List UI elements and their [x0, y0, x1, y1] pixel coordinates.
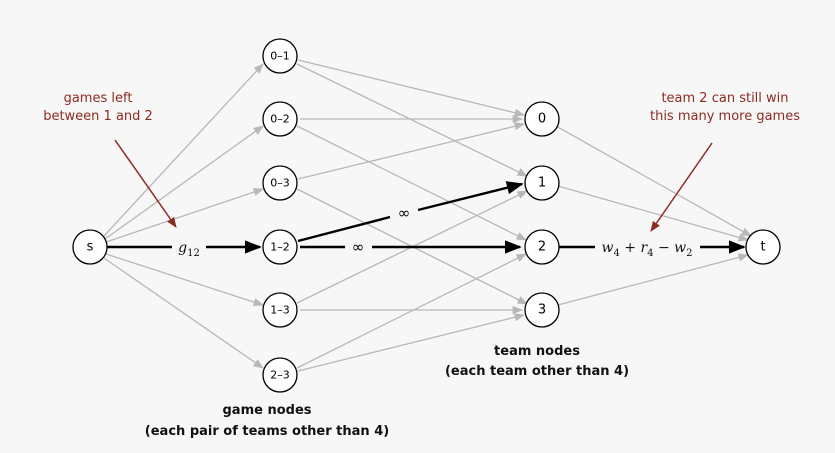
sink-capacity-label: w4 + r4 − w2 — [601, 240, 692, 259]
edge-team3-t — [557, 253, 750, 306]
game-node-0-1: 0–1 — [262, 38, 298, 74]
edge-team0-t — [555, 125, 752, 237]
highlight-edges — [107, 181, 746, 254]
game-nodes-caption-title: game nodes — [222, 403, 311, 418]
team-node-1: 1 — [524, 165, 560, 201]
svg-text:0–2: 0–2 — [270, 113, 290, 126]
edge-team1-t — [557, 185, 750, 242]
edge-s-2-3 — [103, 257, 264, 369]
game-node-1-2: 1–2 — [262, 229, 298, 265]
infinity-label-lower: ∞ — [352, 238, 365, 256]
edge-12-team1-b — [417, 181, 524, 212]
edge-s-1-3 — [105, 253, 264, 307]
team-nodes-caption-sub: (each team other than 4) — [445, 364, 629, 379]
team-node-2: 2 — [524, 229, 560, 265]
edge-12-team1-a — [297, 215, 391, 243]
svg-text:1: 1 — [538, 176, 546, 191]
infinity-label-upper: ∞ — [398, 204, 411, 222]
edge-01-team1 — [296, 63, 528, 177]
edge-02-team2 — [296, 125, 527, 241]
games-left-annotation-line2: between 1 and 2 — [43, 109, 153, 124]
source-node: s — [72, 229, 108, 265]
team-win-annotation-line2: this many more games — [650, 109, 800, 124]
svg-text:2–3: 2–3 — [270, 369, 290, 382]
edge-01-team0 — [297, 59, 526, 117]
game-node-2-3: 2–3 — [262, 357, 298, 393]
sink-node: t — [745, 229, 781, 265]
team-win-pointer — [650, 142, 713, 232]
game-node-1-3: 1–3 — [262, 292, 298, 328]
games-left-pointer — [114, 139, 177, 228]
gray-edges — [103, 59, 752, 372]
team-node-0: 0 — [524, 101, 560, 137]
svg-text:2: 2 — [538, 240, 546, 255]
svg-text:t: t — [760, 240, 765, 255]
svg-text:1–3: 1–3 — [270, 304, 290, 317]
game-nodes-caption-sub: (each pair of teams other than 4) — [145, 424, 389, 439]
svg-text:0: 0 — [538, 112, 546, 127]
game-node-0-3: 0–3 — [262, 165, 298, 201]
svg-text:1–2: 1–2 — [270, 241, 290, 254]
svg-text:0–3: 0–3 — [270, 177, 290, 190]
game-node-0-2: 0–2 — [262, 101, 298, 137]
svg-text:0–1: 0–1 — [270, 50, 290, 63]
team-nodes-caption-title: team nodes — [494, 344, 580, 359]
edge-s-0-3 — [105, 188, 264, 243]
team-win-annotation-line1: team 2 can still win — [661, 91, 788, 106]
svg-text:s: s — [87, 240, 94, 255]
team-node-3: 3 — [524, 292, 560, 328]
edge-03-team0 — [297, 122, 526, 180]
svg-text:3: 3 — [538, 303, 546, 318]
games-left-annotation-line1: games left — [64, 91, 133, 106]
edge-23-team3 — [297, 313, 526, 372]
source-capacity-label: g12 — [178, 240, 200, 259]
edge-s-0-2 — [104, 125, 264, 240]
edge-s-0-1 — [103, 63, 264, 237]
edge-23-team2 — [296, 253, 527, 369]
